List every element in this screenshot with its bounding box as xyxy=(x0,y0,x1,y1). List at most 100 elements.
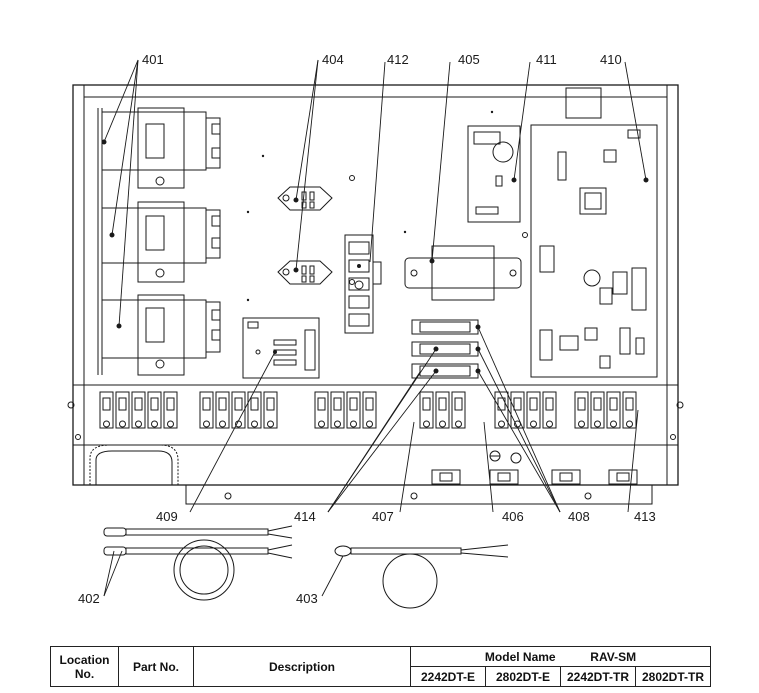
reactor-401-top xyxy=(101,107,221,189)
terminal-screw xyxy=(318,420,325,428)
callout-412: 412 xyxy=(387,52,409,67)
model-series-label: RAV-SM xyxy=(590,649,637,664)
terminal-screw xyxy=(455,420,462,428)
callout-409: 409 xyxy=(156,509,178,524)
leader-lines xyxy=(103,59,647,597)
terminal-screw xyxy=(167,420,174,428)
terminal-slot xyxy=(150,397,159,411)
terminal-slot xyxy=(422,397,431,411)
terminal-screw-block xyxy=(451,391,466,429)
relay-404-lower xyxy=(277,260,333,285)
terminal-screw-block xyxy=(215,391,230,429)
callout-403: 403 xyxy=(296,591,318,606)
terminal-screw-block xyxy=(346,391,361,429)
fuse-holder-bottom xyxy=(411,363,481,379)
callout-401: 401 xyxy=(142,52,164,67)
terminal-screw-block xyxy=(435,391,450,429)
callout-402: 402 xyxy=(78,591,100,606)
pcb-411 xyxy=(467,125,521,223)
terminal-screw-block xyxy=(590,391,605,429)
terminal-screw-block xyxy=(263,391,278,429)
terminal-screw-block xyxy=(231,391,246,429)
terminal-screw-block xyxy=(131,391,146,429)
terminal-screw xyxy=(498,420,505,428)
terminal-slot xyxy=(513,397,522,411)
relay-404-upper xyxy=(277,186,333,211)
terminal-screw xyxy=(594,420,601,428)
pcb-409 xyxy=(242,317,320,379)
description-header: Description xyxy=(193,646,411,687)
callout-408: 408 xyxy=(568,509,590,524)
terminal-slot xyxy=(438,397,447,411)
terminal-screw-block xyxy=(199,391,214,429)
terminal-screw xyxy=(546,420,553,428)
terminal-slot xyxy=(333,397,342,411)
terminal-screw xyxy=(267,420,274,428)
terminal-screw xyxy=(423,420,430,428)
terminal-screw-block xyxy=(99,391,114,429)
callout-413: 413 xyxy=(634,509,656,524)
terminal-screw-block xyxy=(526,391,541,429)
terminal-screw xyxy=(219,420,226,428)
terminal-screw-block xyxy=(419,391,434,429)
callout-410: 410 xyxy=(600,52,622,67)
location-header-line1: Location xyxy=(59,652,110,667)
terminal-slot xyxy=(266,397,275,411)
bottom-connectors xyxy=(431,450,638,485)
model-col-2802dt-tr: 2802DT-TR xyxy=(635,666,711,687)
terminal-screw xyxy=(626,420,633,428)
terminal-slot xyxy=(609,397,618,411)
wire-grommet xyxy=(89,444,179,485)
fuse-holder-top xyxy=(411,319,481,335)
terminal-slot xyxy=(202,397,211,411)
part-no-header: Part No. xyxy=(118,646,194,687)
model-col-2802dt-e: 2802DT-E xyxy=(485,666,561,687)
terminal-slot xyxy=(577,397,586,411)
location-header-line2: No. xyxy=(74,666,95,681)
terminal-screw xyxy=(578,420,585,428)
terminal-slot xyxy=(134,397,143,411)
model-col-2242dt-tr: 2242DT-TR xyxy=(560,666,636,687)
terminal-screw-block xyxy=(247,391,262,429)
terminal-screw xyxy=(439,420,446,428)
terminal-screw xyxy=(366,420,373,428)
reactor-401-bottom xyxy=(101,294,221,376)
callout-407: 407 xyxy=(372,509,394,524)
temperature-sensor-403 xyxy=(334,544,509,609)
terminal-slot xyxy=(454,397,463,411)
terminal-slot xyxy=(545,397,554,411)
transformer-405 xyxy=(404,245,522,301)
callout-411: 411 xyxy=(536,52,557,67)
terminal-slot xyxy=(365,397,374,411)
terminal-screw xyxy=(610,420,617,428)
terminal-screw-block xyxy=(574,391,589,429)
location-no-header: Location No. xyxy=(50,646,119,687)
terminal-screw xyxy=(203,420,210,428)
electrical-parts-diagram: 401 404 412 405 411 410 409 414 407 406 … xyxy=(67,52,684,609)
terminal-slot xyxy=(497,397,506,411)
parts-table-header: Location No. Part No. Description Model … xyxy=(50,646,711,687)
terminal-screw-block xyxy=(606,391,621,429)
terminal-screw xyxy=(103,420,110,428)
callout-414: 414 xyxy=(294,509,316,524)
callout-labels: 401 404 412 405 411 410 409 414 407 406 … xyxy=(78,52,656,606)
terminal-screw-block xyxy=(147,391,162,429)
callout-404: 404 xyxy=(322,52,344,67)
model-name-label: Model Name xyxy=(484,649,556,664)
terminal-screw xyxy=(530,420,537,428)
panel-mount-holes xyxy=(246,110,528,302)
terminal-slot xyxy=(166,397,175,411)
reactor-401-middle xyxy=(101,201,221,283)
terminal-slot xyxy=(349,397,358,411)
terminal-screw xyxy=(334,420,341,428)
terminal-slot xyxy=(250,397,259,411)
terminal-slot xyxy=(118,397,127,411)
temperature-sensor-402 xyxy=(103,525,293,601)
terminal-screw xyxy=(251,420,258,428)
terminal-screw-block xyxy=(542,391,557,429)
terminal-slot xyxy=(234,397,243,411)
terminal-screw-block xyxy=(314,391,329,429)
terminal-block-412 xyxy=(344,234,382,334)
model-name-header: Model Name RAV-SM xyxy=(410,646,711,667)
terminal-slot xyxy=(529,397,538,411)
